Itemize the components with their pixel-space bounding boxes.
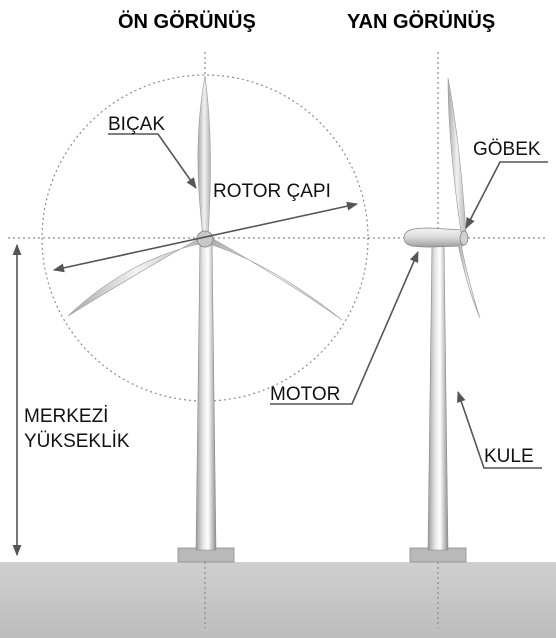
front-turbine [67, 75, 343, 563]
tower-label: KULE [484, 446, 534, 467]
side-nacelle [403, 227, 467, 248]
ground [0, 562, 556, 638]
blade-pointer [108, 133, 197, 189]
blade-label: BIÇAK [108, 114, 165, 135]
rotor-diameter-arrow [52, 201, 359, 273]
hub-label: GÖBEK [473, 139, 541, 160]
motor-pointer [270, 250, 419, 405]
front-tower [195, 239, 217, 551]
side-blade-down [457, 243, 481, 319]
front-blade-left [67, 236, 205, 317]
side-blade-up [447, 77, 467, 233]
hub-height-label-line1: MERKEZİ [24, 406, 108, 427]
side-view-title: YAN GÖRÜNÜŞ [347, 10, 495, 33]
rotor-diameter-label: ROTOR ÇAPI [213, 181, 331, 202]
front-blade-up [197, 75, 211, 237]
front-blade-right [205, 235, 343, 321]
hub-height-label-line2: YÜKSEKLİK [24, 431, 130, 452]
hub-pointer [465, 161, 548, 229]
front-view-title: ÖN GÖRÜNÜŞ [118, 10, 256, 33]
motor-label: MOTOR [270, 384, 340, 405]
side-hub [459, 230, 469, 246]
tower-pointer [457, 390, 542, 469]
side-turbine [403, 77, 481, 563]
side-tower [427, 243, 449, 551]
